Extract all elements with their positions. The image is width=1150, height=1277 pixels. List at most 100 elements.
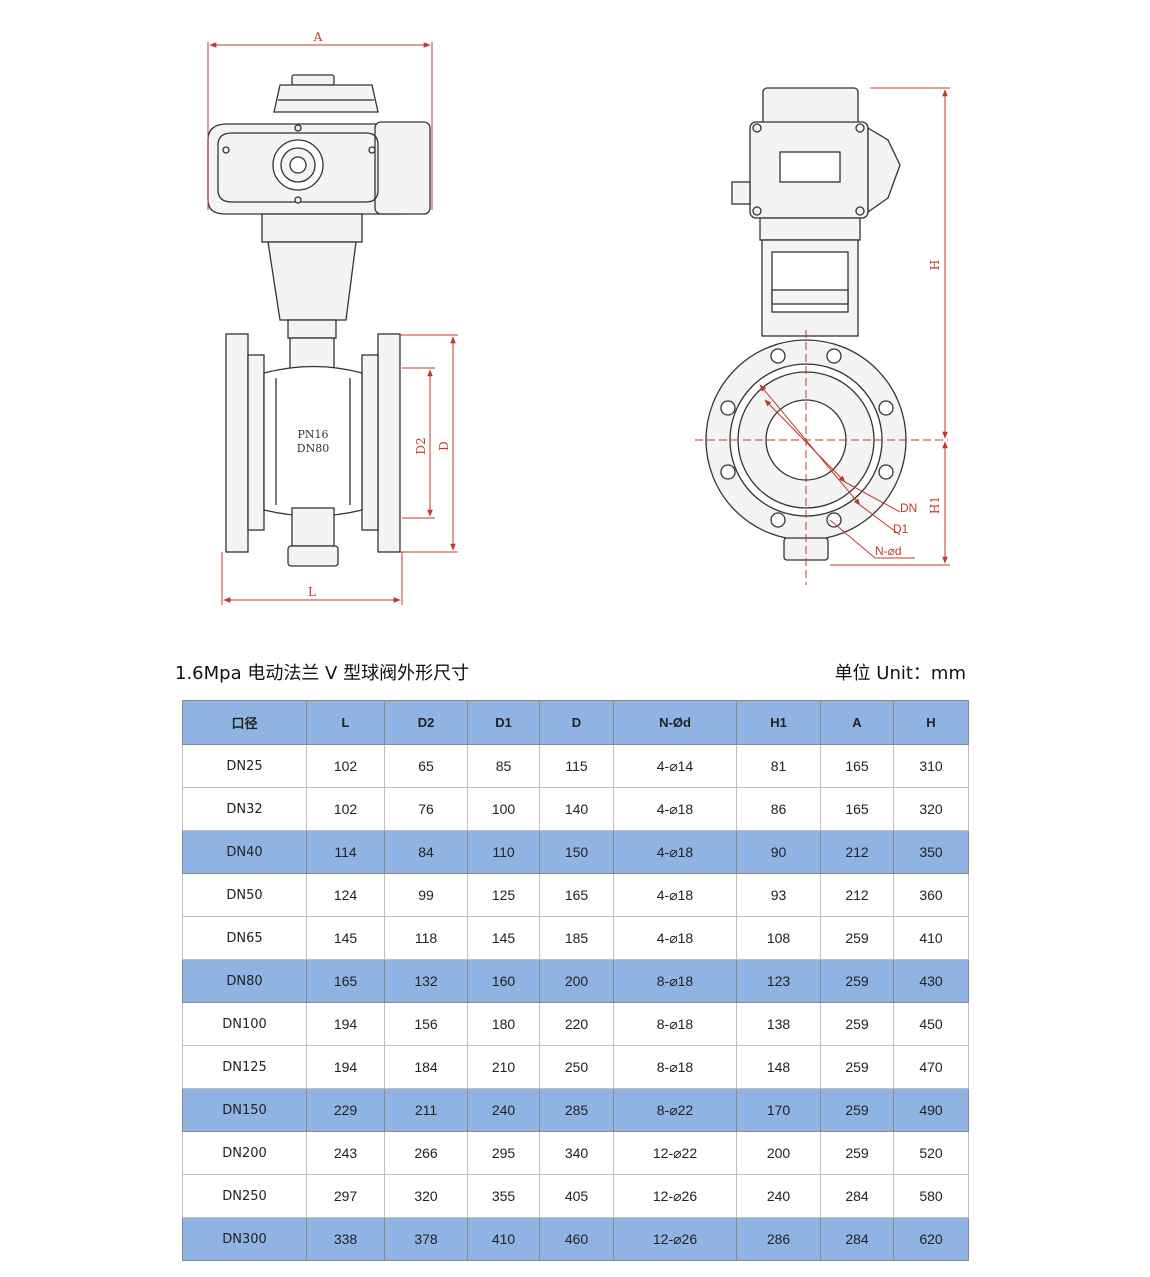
table-cell: 8-⌀18 bbox=[613, 1002, 737, 1046]
table-cell: 114 bbox=[306, 830, 385, 874]
table-cell-size: DN50 bbox=[182, 873, 307, 917]
table-cell: 200 bbox=[736, 1131, 821, 1175]
table-cell: 102 bbox=[306, 787, 385, 831]
table-cell: 286 bbox=[736, 1217, 821, 1261]
table-cell: 285 bbox=[539, 1088, 614, 1132]
dim-label-dn: DN bbox=[900, 501, 917, 515]
table-cell-size: DN250 bbox=[182, 1174, 307, 1218]
table-cell: 4-⌀18 bbox=[613, 916, 737, 960]
table-cell: 86 bbox=[736, 787, 821, 831]
table-cell: 8-⌀18 bbox=[613, 959, 737, 1003]
col-header: N-Ød bbox=[613, 700, 737, 745]
table-cell-size: DN200 bbox=[182, 1131, 307, 1175]
table-cell-size: DN32 bbox=[182, 787, 307, 831]
front-view bbox=[207, 74, 431, 567]
table-cell: 118 bbox=[384, 916, 468, 960]
table-cell: 102 bbox=[306, 744, 385, 788]
dim-label-l: L bbox=[308, 585, 316, 599]
table-cell: 405 bbox=[539, 1174, 614, 1218]
table-cell: 76 bbox=[384, 787, 468, 831]
table-cell: 320 bbox=[893, 787, 969, 831]
table-cell: 490 bbox=[893, 1088, 969, 1132]
table-cell: 450 bbox=[893, 1002, 969, 1046]
front-dimensions bbox=[207, 42, 458, 605]
table-cell: 115 bbox=[539, 744, 614, 788]
table-cell: 8-⌀18 bbox=[613, 1045, 737, 1089]
col-header: H1 bbox=[736, 700, 821, 745]
table-cell: 65 bbox=[384, 744, 468, 788]
table-cell: 148 bbox=[736, 1045, 821, 1089]
table-cell: 580 bbox=[893, 1174, 969, 1218]
table-cell: 229 bbox=[306, 1088, 385, 1132]
side-actuator-top bbox=[762, 87, 859, 127]
table-cell: 355 bbox=[467, 1174, 540, 1218]
table-cell: 240 bbox=[736, 1174, 821, 1218]
col-header: L bbox=[306, 700, 385, 745]
table-cell-size: DN300 bbox=[182, 1217, 307, 1261]
table-cell-size: DN150 bbox=[182, 1088, 307, 1132]
table-cell: 259 bbox=[820, 916, 894, 960]
bottom-trunnion bbox=[291, 507, 335, 547]
table-cell: 240 bbox=[467, 1088, 540, 1132]
body-text-pn: PN16 bbox=[297, 428, 328, 441]
table-cell: 200 bbox=[539, 959, 614, 1003]
table-cell: 4-⌀18 bbox=[613, 873, 737, 917]
table-cell: 99 bbox=[384, 873, 468, 917]
table-cell: 90 bbox=[736, 830, 821, 874]
table-cell: 12-⌀22 bbox=[613, 1131, 737, 1175]
table-cell: 170 bbox=[736, 1088, 821, 1132]
table-cell: 84 bbox=[384, 830, 468, 874]
table-cell: 12-⌀26 bbox=[613, 1174, 737, 1218]
table-cell: 156 bbox=[384, 1002, 468, 1046]
table-cell: 110 bbox=[467, 830, 540, 874]
table-cell: 378 bbox=[384, 1217, 468, 1261]
table-cell: 165 bbox=[306, 959, 385, 1003]
table-cell: 430 bbox=[893, 959, 969, 1003]
table-cell-size: DN65 bbox=[182, 916, 307, 960]
valve-technical-drawing: PN16 DN80 A L D D2 bbox=[207, 30, 950, 605]
table-cell: 100 bbox=[467, 787, 540, 831]
table-cell: 350 bbox=[893, 830, 969, 874]
table-cell: 124 bbox=[306, 873, 385, 917]
table-cell: 410 bbox=[893, 916, 969, 960]
table-cell: 138 bbox=[736, 1002, 821, 1046]
left-flange bbox=[225, 333, 249, 553]
table-cell: 284 bbox=[820, 1217, 894, 1261]
table-cell: 4-⌀14 bbox=[613, 744, 737, 788]
table-cell: 212 bbox=[820, 830, 894, 874]
col-header: D2 bbox=[384, 700, 468, 745]
table-cell: 194 bbox=[306, 1002, 385, 1046]
actuator-top-cap bbox=[291, 74, 335, 86]
table-cell: 125 bbox=[467, 873, 540, 917]
table-cell: 132 bbox=[384, 959, 468, 1003]
col-header: D bbox=[539, 700, 614, 745]
dim-label-h: H bbox=[928, 260, 942, 270]
table-cell: 4-⌀18 bbox=[613, 830, 737, 874]
side-handwheel bbox=[867, 126, 901, 214]
table-cell-size: DN100 bbox=[182, 1002, 307, 1046]
table-cell: 12-⌀26 bbox=[613, 1217, 737, 1261]
body-text-dn: DN80 bbox=[297, 442, 329, 455]
actuator-neck bbox=[267, 241, 357, 321]
col-header: H bbox=[893, 700, 969, 745]
actuator-top-cover bbox=[273, 84, 379, 113]
table-cell: 8-⌀22 bbox=[613, 1088, 737, 1132]
dim-label-d: D bbox=[437, 441, 451, 451]
table-cell: 520 bbox=[893, 1131, 969, 1175]
table-cell: 93 bbox=[736, 873, 821, 917]
actuator-side-box bbox=[374, 121, 431, 215]
table-cell: 210 bbox=[467, 1045, 540, 1089]
table-cell: 259 bbox=[820, 1002, 894, 1046]
table-cell: 340 bbox=[539, 1131, 614, 1175]
table-cell: 212 bbox=[820, 873, 894, 917]
